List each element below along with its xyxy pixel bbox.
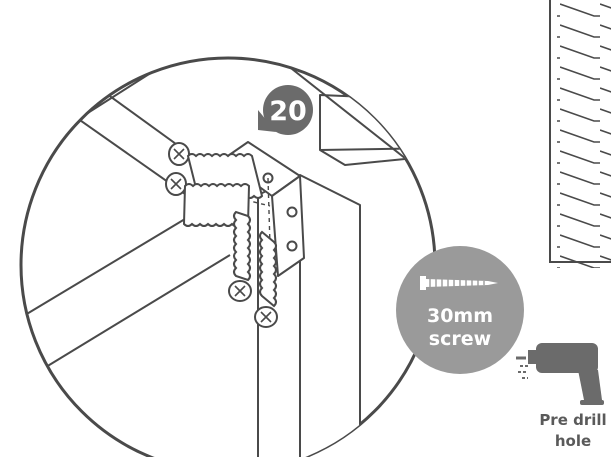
pre-drill-callout: Pre drill hole [516, 343, 607, 450]
pre-drill-label-line2: hole [555, 432, 591, 450]
screw-size-callout: 30mm screw [396, 246, 524, 374]
screw-type-label: screw [429, 328, 491, 350]
step-number: 20 [269, 96, 307, 127]
drill-icon [516, 343, 604, 405]
pre-drill-label-line1: Pre drill [539, 411, 606, 429]
louvre-panel [549, 0, 611, 268]
screws [165, 142, 278, 328]
screw-size-label: 30mm [427, 305, 493, 327]
zoom-detail-circle [19, 56, 437, 457]
step-badge: 20 [258, 85, 313, 135]
screw-vertical-right [254, 230, 278, 328]
screw-icon [420, 276, 498, 290]
screw-vertical-left [228, 210, 252, 302]
